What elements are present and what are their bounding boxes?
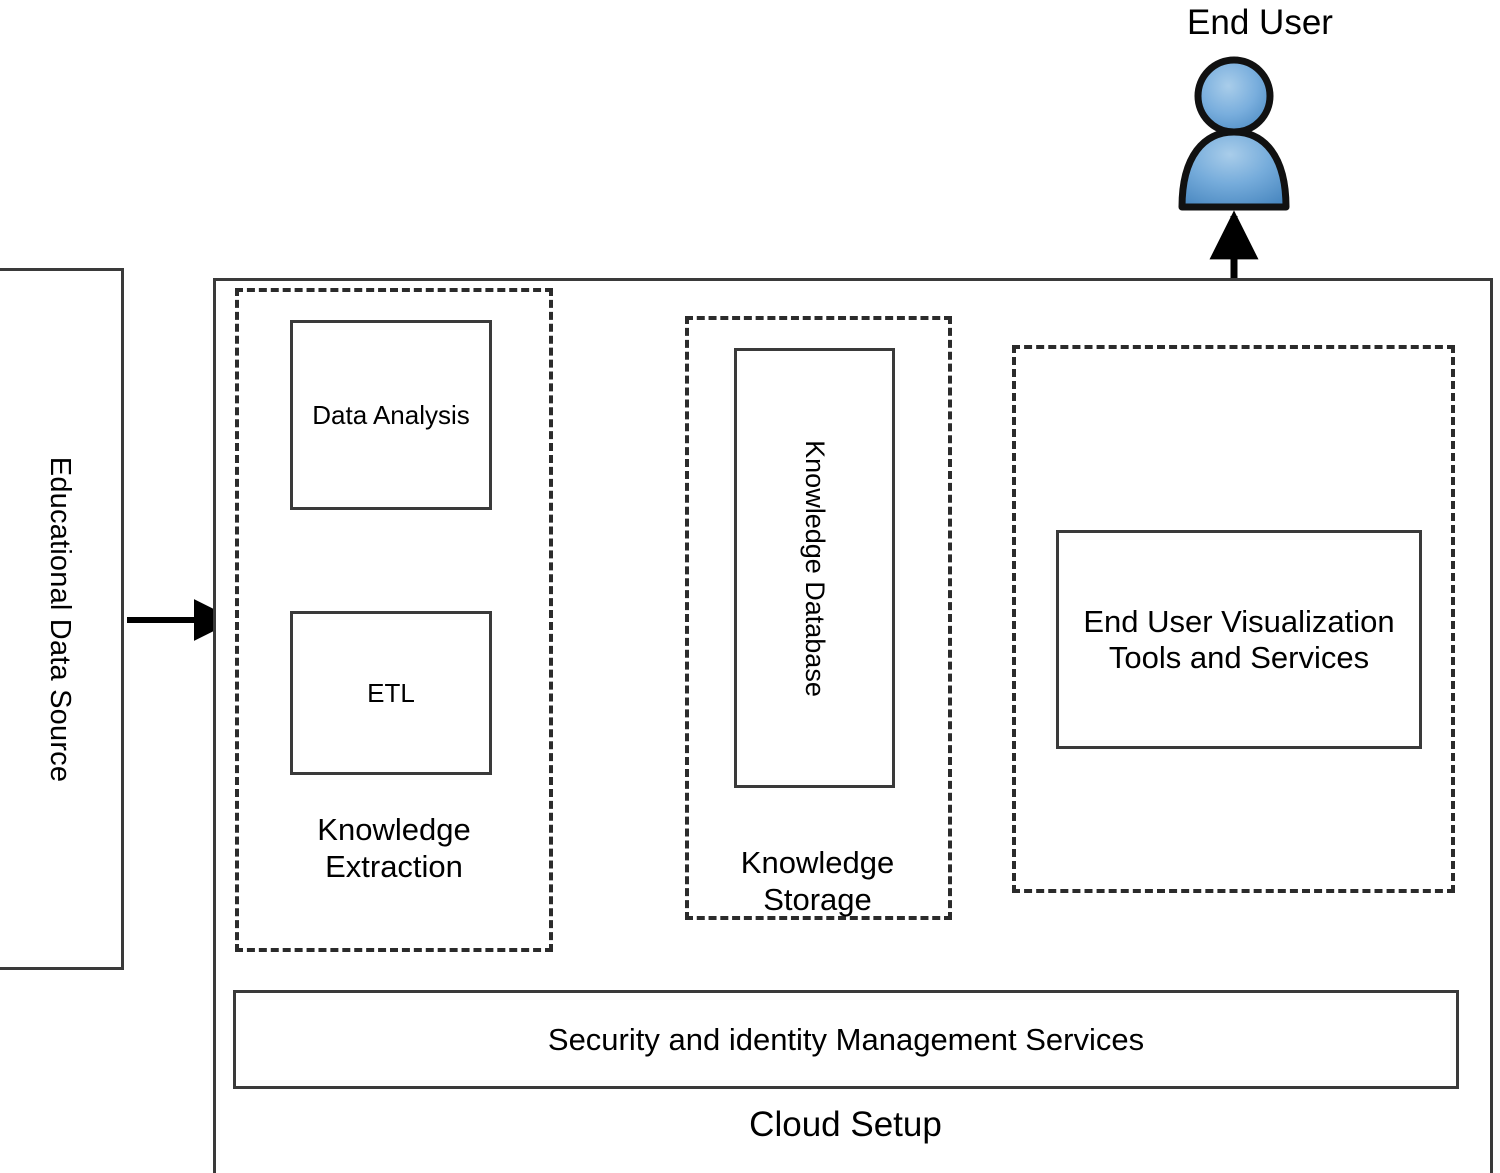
cloud-setup-label: Cloud Setup xyxy=(749,1105,942,1144)
knowledge-database-label: Knowledge Database xyxy=(800,439,830,697)
knowledge-storage-group[interactable] xyxy=(685,316,952,920)
data-analysis-label: Data Analysis xyxy=(312,399,470,430)
knowledge-extraction-label: Knowledge Extraction xyxy=(317,812,471,884)
visualization-tools-label: End User Visualization Tools and Service… xyxy=(1083,603,1395,675)
end-user-visualization-group[interactable] xyxy=(1012,345,1455,893)
etl-label: ETL xyxy=(367,677,415,708)
educational-data-source-label: Educational Data Source xyxy=(44,456,77,782)
knowledge-extraction-group[interactable] xyxy=(235,288,553,952)
visualization-tools-box[interactable]: End User Visualization Tools and Service… xyxy=(1056,530,1422,749)
end-user-label: End User xyxy=(1187,3,1333,42)
knowledge-storage-label: Knowledge Storage xyxy=(740,845,895,917)
user-avatar-icon xyxy=(1178,56,1290,211)
knowledge-database-box[interactable]: Knowledge Database xyxy=(734,348,895,788)
educational-data-source-box[interactable]: Educational Data Source xyxy=(0,268,124,970)
security-services-box[interactable]: Security and identity Management Service… xyxy=(233,990,1459,1089)
etl-box[interactable]: ETL xyxy=(290,611,492,775)
security-services-label: Security and identity Management Service… xyxy=(547,1021,1145,1057)
data-analysis-box[interactable]: Data Analysis xyxy=(290,320,492,510)
